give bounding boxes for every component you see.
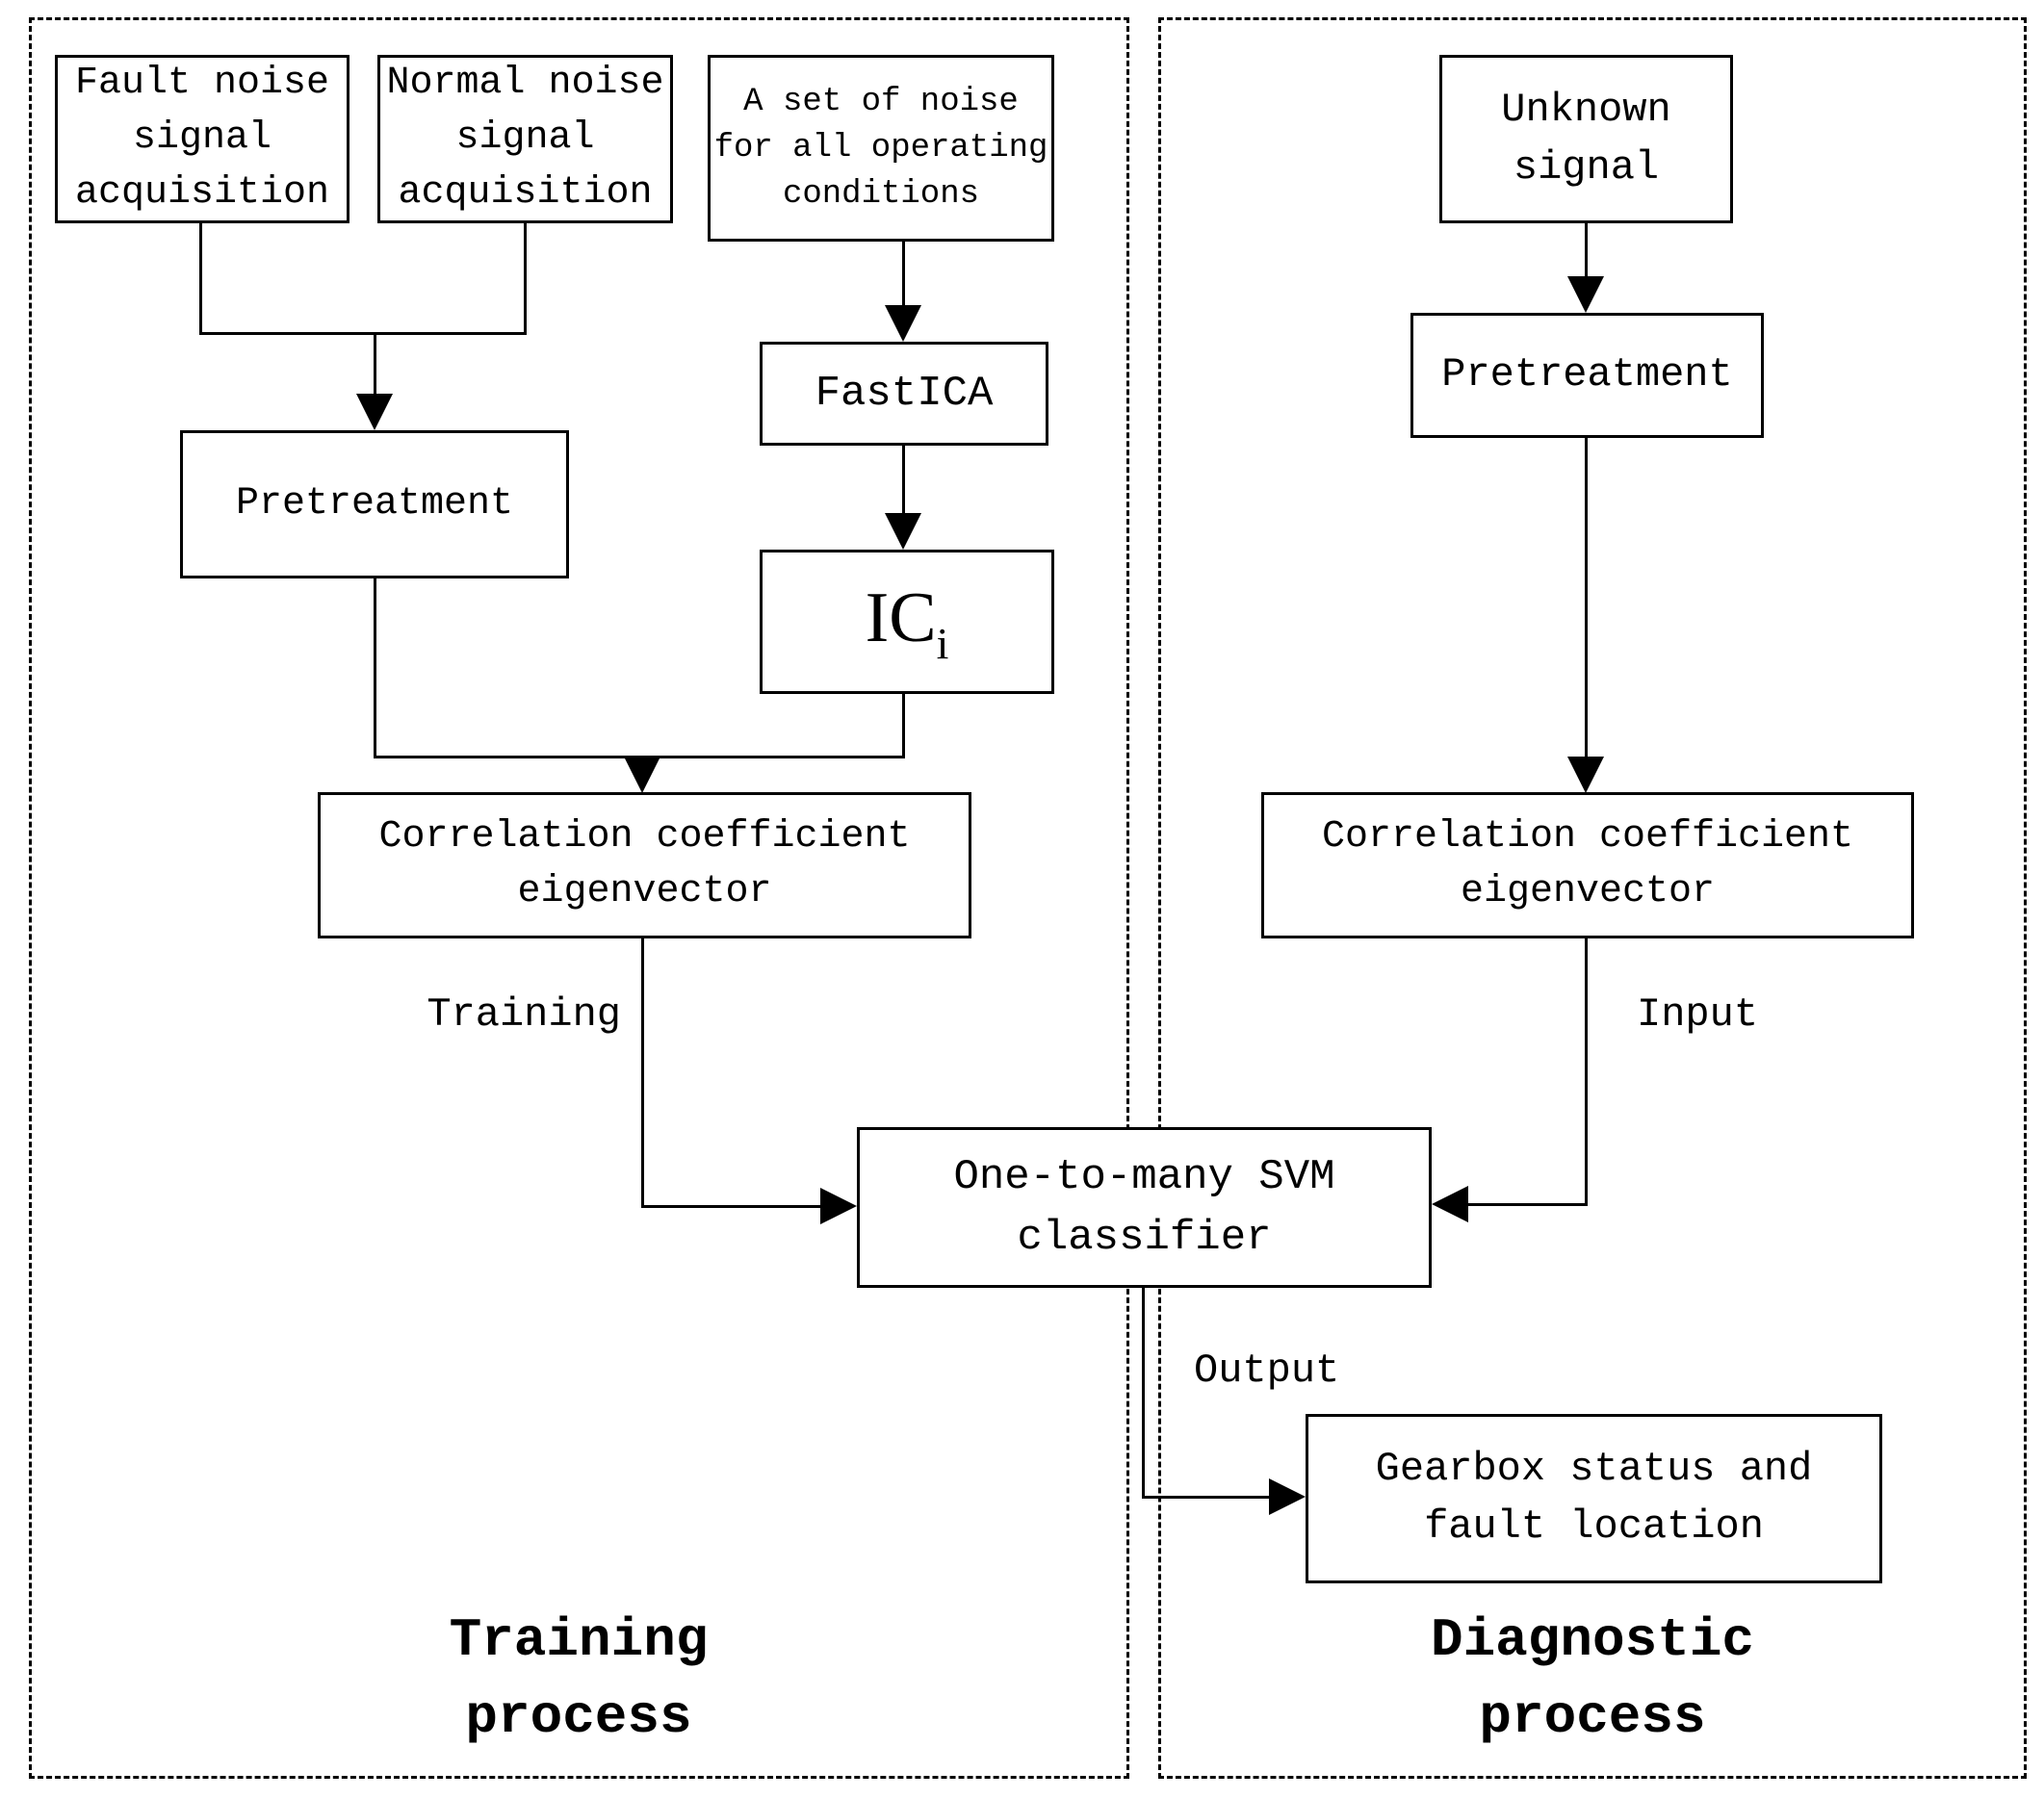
arrowhead-into-ic: [885, 513, 921, 550]
diagnostic-process-label: Diagnostic process: [1430, 1609, 1755, 1748]
connector-output-vertical: [1142, 1288, 1145, 1499]
normal-noise-box-label: Normal noise signal acquisition: [386, 62, 664, 215]
connector-fault-noise-down: [199, 223, 202, 335]
correlation-right-box: Correlation coefficient eigenvector: [1261, 792, 1914, 938]
correlation-left-box: Correlation coefficient eigenvector: [318, 792, 971, 938]
arrowhead-into-pretreatment-left: [356, 394, 393, 430]
pretreatment-right-box-label: Pretreatment: [1441, 351, 1733, 398]
arrowhead-into-pretreatment-right: [1567, 276, 1604, 313]
connector-ic-down: [902, 694, 905, 758]
pretreatment-left-box-label: Pretreatment: [235, 481, 514, 526]
training-edge-label: Training: [427, 991, 621, 1038]
ic-box-base-text: IC: [865, 578, 937, 658]
pretreatment-right-box: Pretreatment: [1410, 313, 1764, 438]
connector-training-vertical: [641, 938, 644, 1208]
connector-pretreatment-right-down: [1585, 438, 1588, 758]
arrowhead-into-correlation-right: [1567, 757, 1604, 793]
output-edge-label: Output: [1194, 1348, 1340, 1394]
correlation-right-box-label: Correlation coefficient eigenvector: [1321, 815, 1854, 913]
connector-training-horizontal: [641, 1205, 824, 1208]
unknown-signal-box-label: Unknown signal: [1501, 86, 1671, 191]
input-edge-label: Input: [1637, 991, 1759, 1038]
gearbox-status-box: Gearbox status and fault location: [1306, 1414, 1882, 1583]
connector-output-horizontal: [1142, 1496, 1272, 1499]
arrowhead-into-gearbox: [1269, 1478, 1306, 1515]
noise-set-box-label: A set of noise for all operating conditi…: [713, 83, 1048, 214]
arrowhead-into-correlation-left: [624, 757, 660, 793]
connector-merge-horizontal: [199, 332, 527, 335]
ic-box-label: ICi: [866, 568, 949, 675]
fastica-box: FastICA: [760, 342, 1048, 446]
svm-classifier-box: One-to-many SVM classifier: [857, 1127, 1432, 1288]
training-panel-border: [29, 17, 1129, 1779]
connector-input-vertical: [1585, 938, 1588, 1206]
fault-noise-box-label: Fault noise signal acquisition: [74, 62, 330, 215]
diagnostic-panel-border: [1158, 17, 2027, 1779]
connector-unknown-to-pretreatment: [1585, 223, 1588, 277]
gearbox-status-box-label: Gearbox status and fault location: [1375, 1446, 1813, 1550]
connector-merge-to-pretreatment: [374, 335, 376, 397]
arrowhead-into-fastica: [885, 305, 921, 342]
arrowhead-into-svm-left: [820, 1188, 857, 1224]
connector-normal-noise-down: [524, 223, 527, 335]
normal-noise-box: Normal noise signal acquisition: [377, 55, 673, 223]
arrowhead-into-svm-right: [1432, 1186, 1468, 1222]
training-process-label: Training process: [449, 1609, 709, 1748]
correlation-left-box-label: Correlation coefficient eigenvector: [378, 815, 911, 913]
fault-noise-box: Fault noise signal acquisition: [55, 55, 349, 223]
ic-box-subscript: i: [936, 619, 949, 669]
connector-pretreatment-left-down: [374, 578, 376, 758]
svm-classifier-box-label: One-to-many SVM classifier: [953, 1153, 1335, 1262]
unknown-signal-box: Unknown signal: [1439, 55, 1733, 223]
pretreatment-left-box: Pretreatment: [180, 430, 569, 578]
connector-input-horizontal: [1467, 1203, 1588, 1206]
connector-noise-set-to-fastica: [902, 242, 905, 309]
fastica-box-label: FastICA: [815, 369, 994, 418]
noise-set-box: A set of noise for all operating conditi…: [708, 55, 1054, 242]
connector-fastica-to-ic: [902, 446, 905, 516]
ic-box: ICi: [760, 550, 1054, 694]
